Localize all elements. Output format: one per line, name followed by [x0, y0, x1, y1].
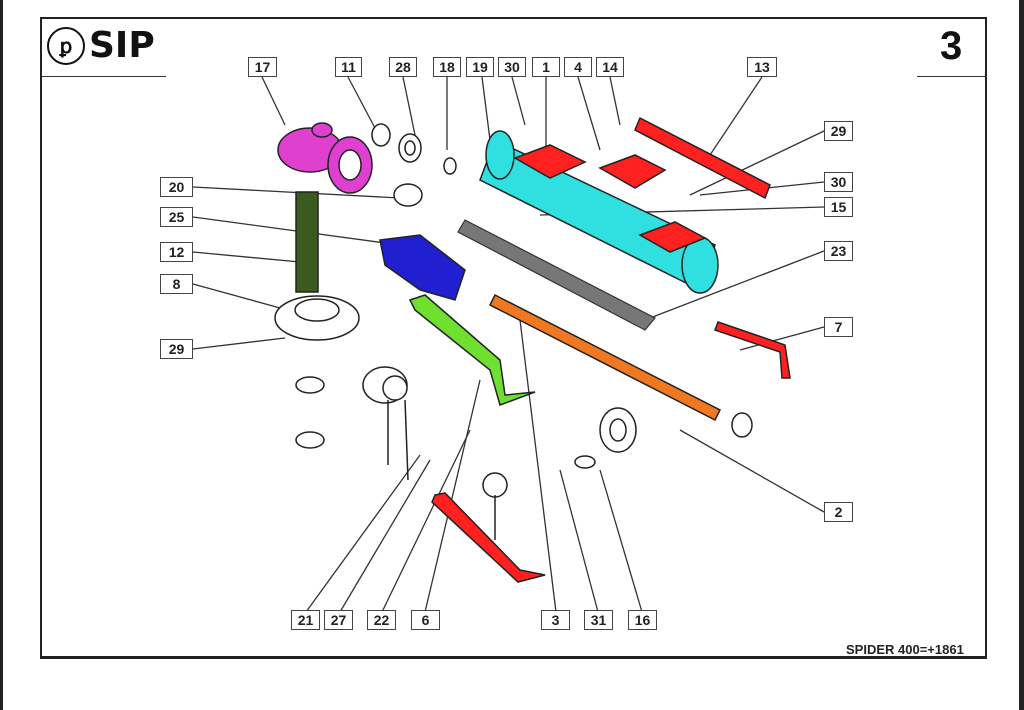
part-callout-13[interactable]: 13 [747, 57, 777, 77]
part-callout-1[interactable]: 1 [532, 57, 560, 77]
part-callout-30[interactable]: 30 [498, 57, 526, 77]
drawing-frame [40, 17, 987, 659]
model-code: SPIDER 400=+1861 [846, 642, 964, 657]
part-callout-23[interactable]: 23 [824, 241, 853, 261]
part-callout-14[interactable]: 14 [596, 57, 624, 77]
part-callout-16[interactable]: 16 [628, 610, 657, 630]
part-callout-21[interactable]: 21 [291, 610, 320, 630]
part-callout-28[interactable]: 28 [389, 57, 417, 77]
part-callout-22[interactable]: 22 [367, 610, 396, 630]
part-callout-31[interactable]: 31 [584, 610, 613, 630]
bearings-top [371, 123, 457, 207]
right-border [1019, 0, 1024, 710]
part-callout-29-left[interactable]: 29 [160, 339, 193, 359]
brand-logo: ꝑ SIP [47, 27, 155, 65]
crank-arm [574, 407, 637, 469]
part-callout-19[interactable]: 19 [466, 57, 494, 77]
tine-springs [362, 366, 508, 540]
tine-bracket [379, 234, 466, 301]
part-callout-29-right[interactable]: 29 [824, 121, 853, 141]
part-callout-18[interactable]: 18 [433, 57, 461, 77]
part-callout-3[interactable]: 3 [541, 610, 570, 630]
main-tube [479, 130, 719, 294]
part-callout-4[interactable]: 4 [564, 57, 592, 77]
page-number-underline [917, 76, 987, 77]
part-callout-27[interactable]: 27 [324, 610, 353, 630]
drive-shaft [295, 191, 319, 293]
logo-emblem-icon: ꝑ [47, 27, 85, 65]
gearbox-housing [277, 122, 373, 194]
brand-name: SIP [89, 25, 155, 66]
rotor-hub [274, 295, 360, 449]
part-callout-25[interactable]: 25 [160, 207, 193, 227]
part-callout-30-right[interactable]: 30 [824, 172, 853, 192]
part-callout-11[interactable]: 11 [335, 57, 362, 77]
tension-spring [457, 219, 656, 331]
part-callout-15[interactable]: 15 [824, 197, 853, 217]
part-callout-8[interactable]: 8 [160, 274, 193, 294]
part-callout-2[interactable]: 2 [824, 502, 853, 522]
left-border [0, 0, 3, 710]
part-callout-7[interactable]: 7 [824, 317, 853, 337]
page-number: 3 [940, 24, 963, 68]
part-callout-12[interactable]: 12 [160, 242, 193, 262]
logo-underline [42, 76, 166, 77]
support-arm [408, 294, 536, 406]
part-callout-17[interactable]: 17 [248, 57, 277, 77]
lower-lever [431, 492, 546, 583]
mounting-plates [513, 116, 791, 379]
part-callout-20[interactable]: 20 [160, 177, 193, 197]
part-callout-6[interactable]: 6 [411, 610, 440, 630]
connecting-rod [488, 293, 753, 438]
